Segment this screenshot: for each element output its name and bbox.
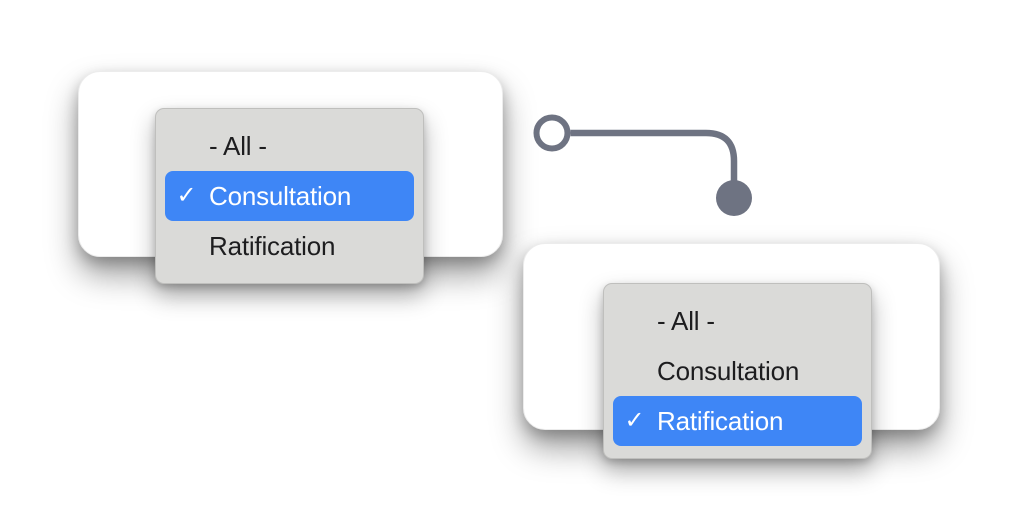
menu-option-all[interactable]: - All - xyxy=(613,296,862,346)
menu-option-label: - All - xyxy=(209,130,267,161)
menu-option-ratification[interactable]: Ratification xyxy=(165,221,414,271)
menu-option-label: Ratification xyxy=(209,230,336,261)
menu-option-consultation[interactable]: Consultation xyxy=(613,346,862,396)
menu-option-ratification[interactable]: ✓ Ratification xyxy=(613,396,862,446)
connector-end-dot-icon xyxy=(716,180,752,216)
checkmark-icon: ✓ xyxy=(624,407,645,434)
connector-start-ring-icon xyxy=(533,114,571,152)
connector-elbow-path xyxy=(570,129,738,181)
menu-option-label: Ratification xyxy=(657,405,784,436)
checkmark-icon: ✓ xyxy=(176,182,197,209)
menu-option-consultation[interactable]: ✓ Consultation xyxy=(165,171,414,221)
dropdown-menu-a: - All - ✓ Consultation Ratification xyxy=(155,108,424,284)
menu-option-label: Consultation xyxy=(209,180,352,211)
menu-option-label: Consultation xyxy=(657,355,800,386)
menu-option-label: - All - xyxy=(657,305,715,336)
menu-option-all[interactable]: - All - xyxy=(165,121,414,171)
dropdown-menu-b: - All - Consultation ✓ Ratification xyxy=(603,283,872,459)
